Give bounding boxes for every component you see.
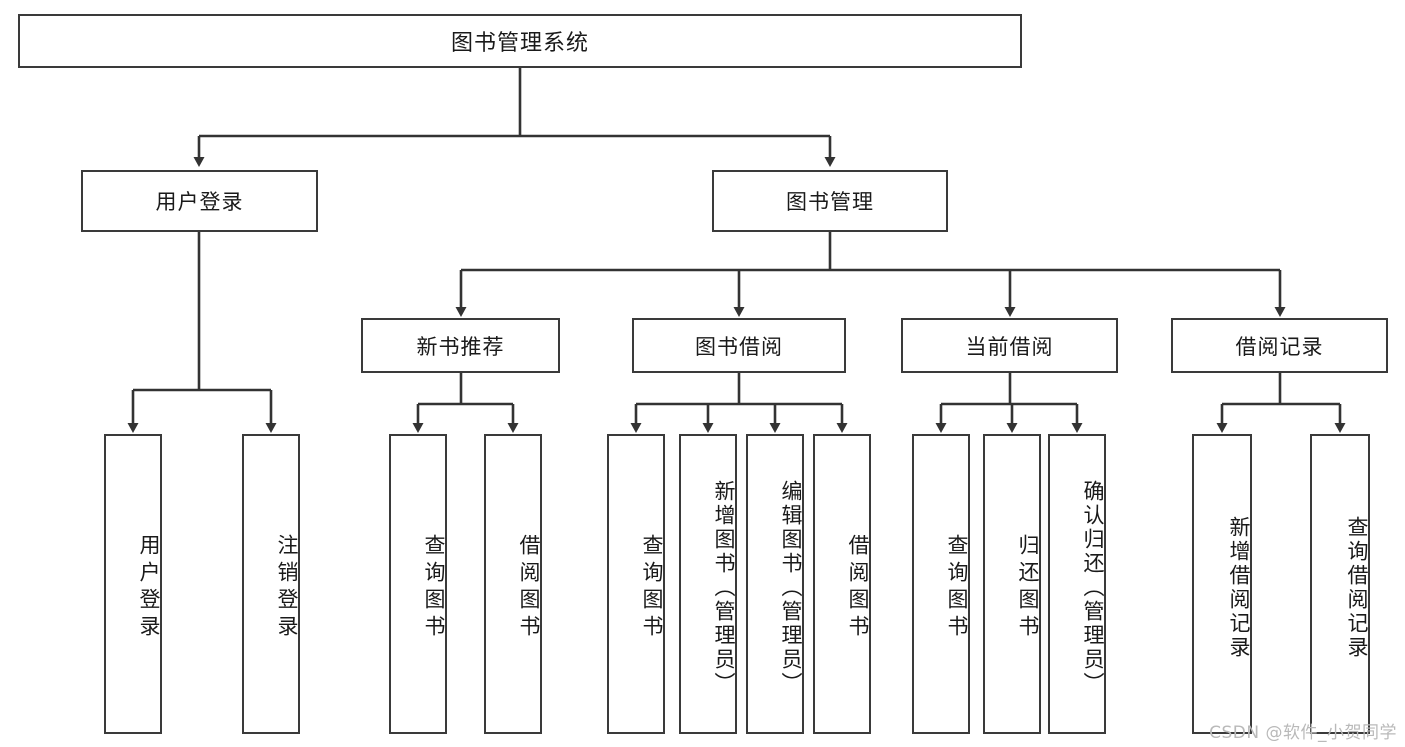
leaf-current-borrow-query-book[interactable]: 查询图书 [912,434,970,734]
node-label: 图书管理系统 [450,31,589,56]
node-new-book-recommend[interactable]: 新书推荐 [361,318,560,373]
node-label: 归还图书 [1016,534,1040,642]
leaf-current-borrow-confirm-return-admin[interactable]: 确认归还（管理员） [1048,434,1106,734]
node-borrow-record[interactable]: 借阅记录 [1171,318,1388,373]
leaf-book-borrow-add-book-admin[interactable]: 新增图书（管理员） [679,434,737,734]
leaf-user-login-login[interactable]: 用户登录 [104,434,162,734]
leaf-borrow-record-add-record[interactable]: 新增借阅记录 [1192,434,1252,734]
node-label: 查询借阅记录 [1345,516,1369,660]
node-label: 新增图书（管理员） [712,480,736,696]
leaf-user-login-logout[interactable]: 注销登录 [242,434,300,734]
node-label: 新书推荐 [416,334,505,359]
leaf-book-borrow-edit-book-admin[interactable]: 编辑图书（管理员） [746,434,804,734]
node-root-book-management-system[interactable]: 图书管理系统 [18,14,1022,68]
node-label: 查询图书 [640,534,664,642]
leaf-new-book-query-book[interactable]: 查询图书 [389,434,447,734]
node-label: 注销登录 [275,534,299,642]
node-label: 图书管理 [786,190,874,214]
node-label: 借阅图书 [517,534,541,642]
node-label: 查询图书 [422,534,446,642]
node-label: 编辑图书（管理员） [779,480,803,696]
node-label: 图书借阅 [695,334,783,359]
leaf-book-borrow-borrow-book[interactable]: 借阅图书 [813,434,871,734]
node-book-management[interactable]: 图书管理 [712,170,948,232]
node-label: 借阅记录 [1235,334,1324,359]
leaf-book-borrow-query-book[interactable]: 查询图书 [607,434,665,734]
node-label: 确认归还（管理员） [1081,480,1105,696]
node-label: 用户登录 [155,190,244,214]
node-label: 用户登录 [137,534,161,642]
csdn-watermark: CSDN @软件_小贺同学 [1209,723,1397,743]
node-book-borrow[interactable]: 图书借阅 [632,318,846,373]
node-label: 借阅图书 [846,534,870,642]
node-label: 新增借阅记录 [1227,516,1251,660]
leaf-current-borrow-return-book[interactable]: 归还图书 [983,434,1041,734]
leaf-new-book-borrow-book[interactable]: 借阅图书 [484,434,542,734]
node-label: 当前借阅 [965,334,1054,359]
node-label: 查询图书 [945,534,969,642]
node-user-login[interactable]: 用户登录 [81,170,318,232]
leaf-borrow-record-query-record[interactable]: 查询借阅记录 [1310,434,1370,734]
node-current-borrow[interactable]: 当前借阅 [901,318,1118,373]
